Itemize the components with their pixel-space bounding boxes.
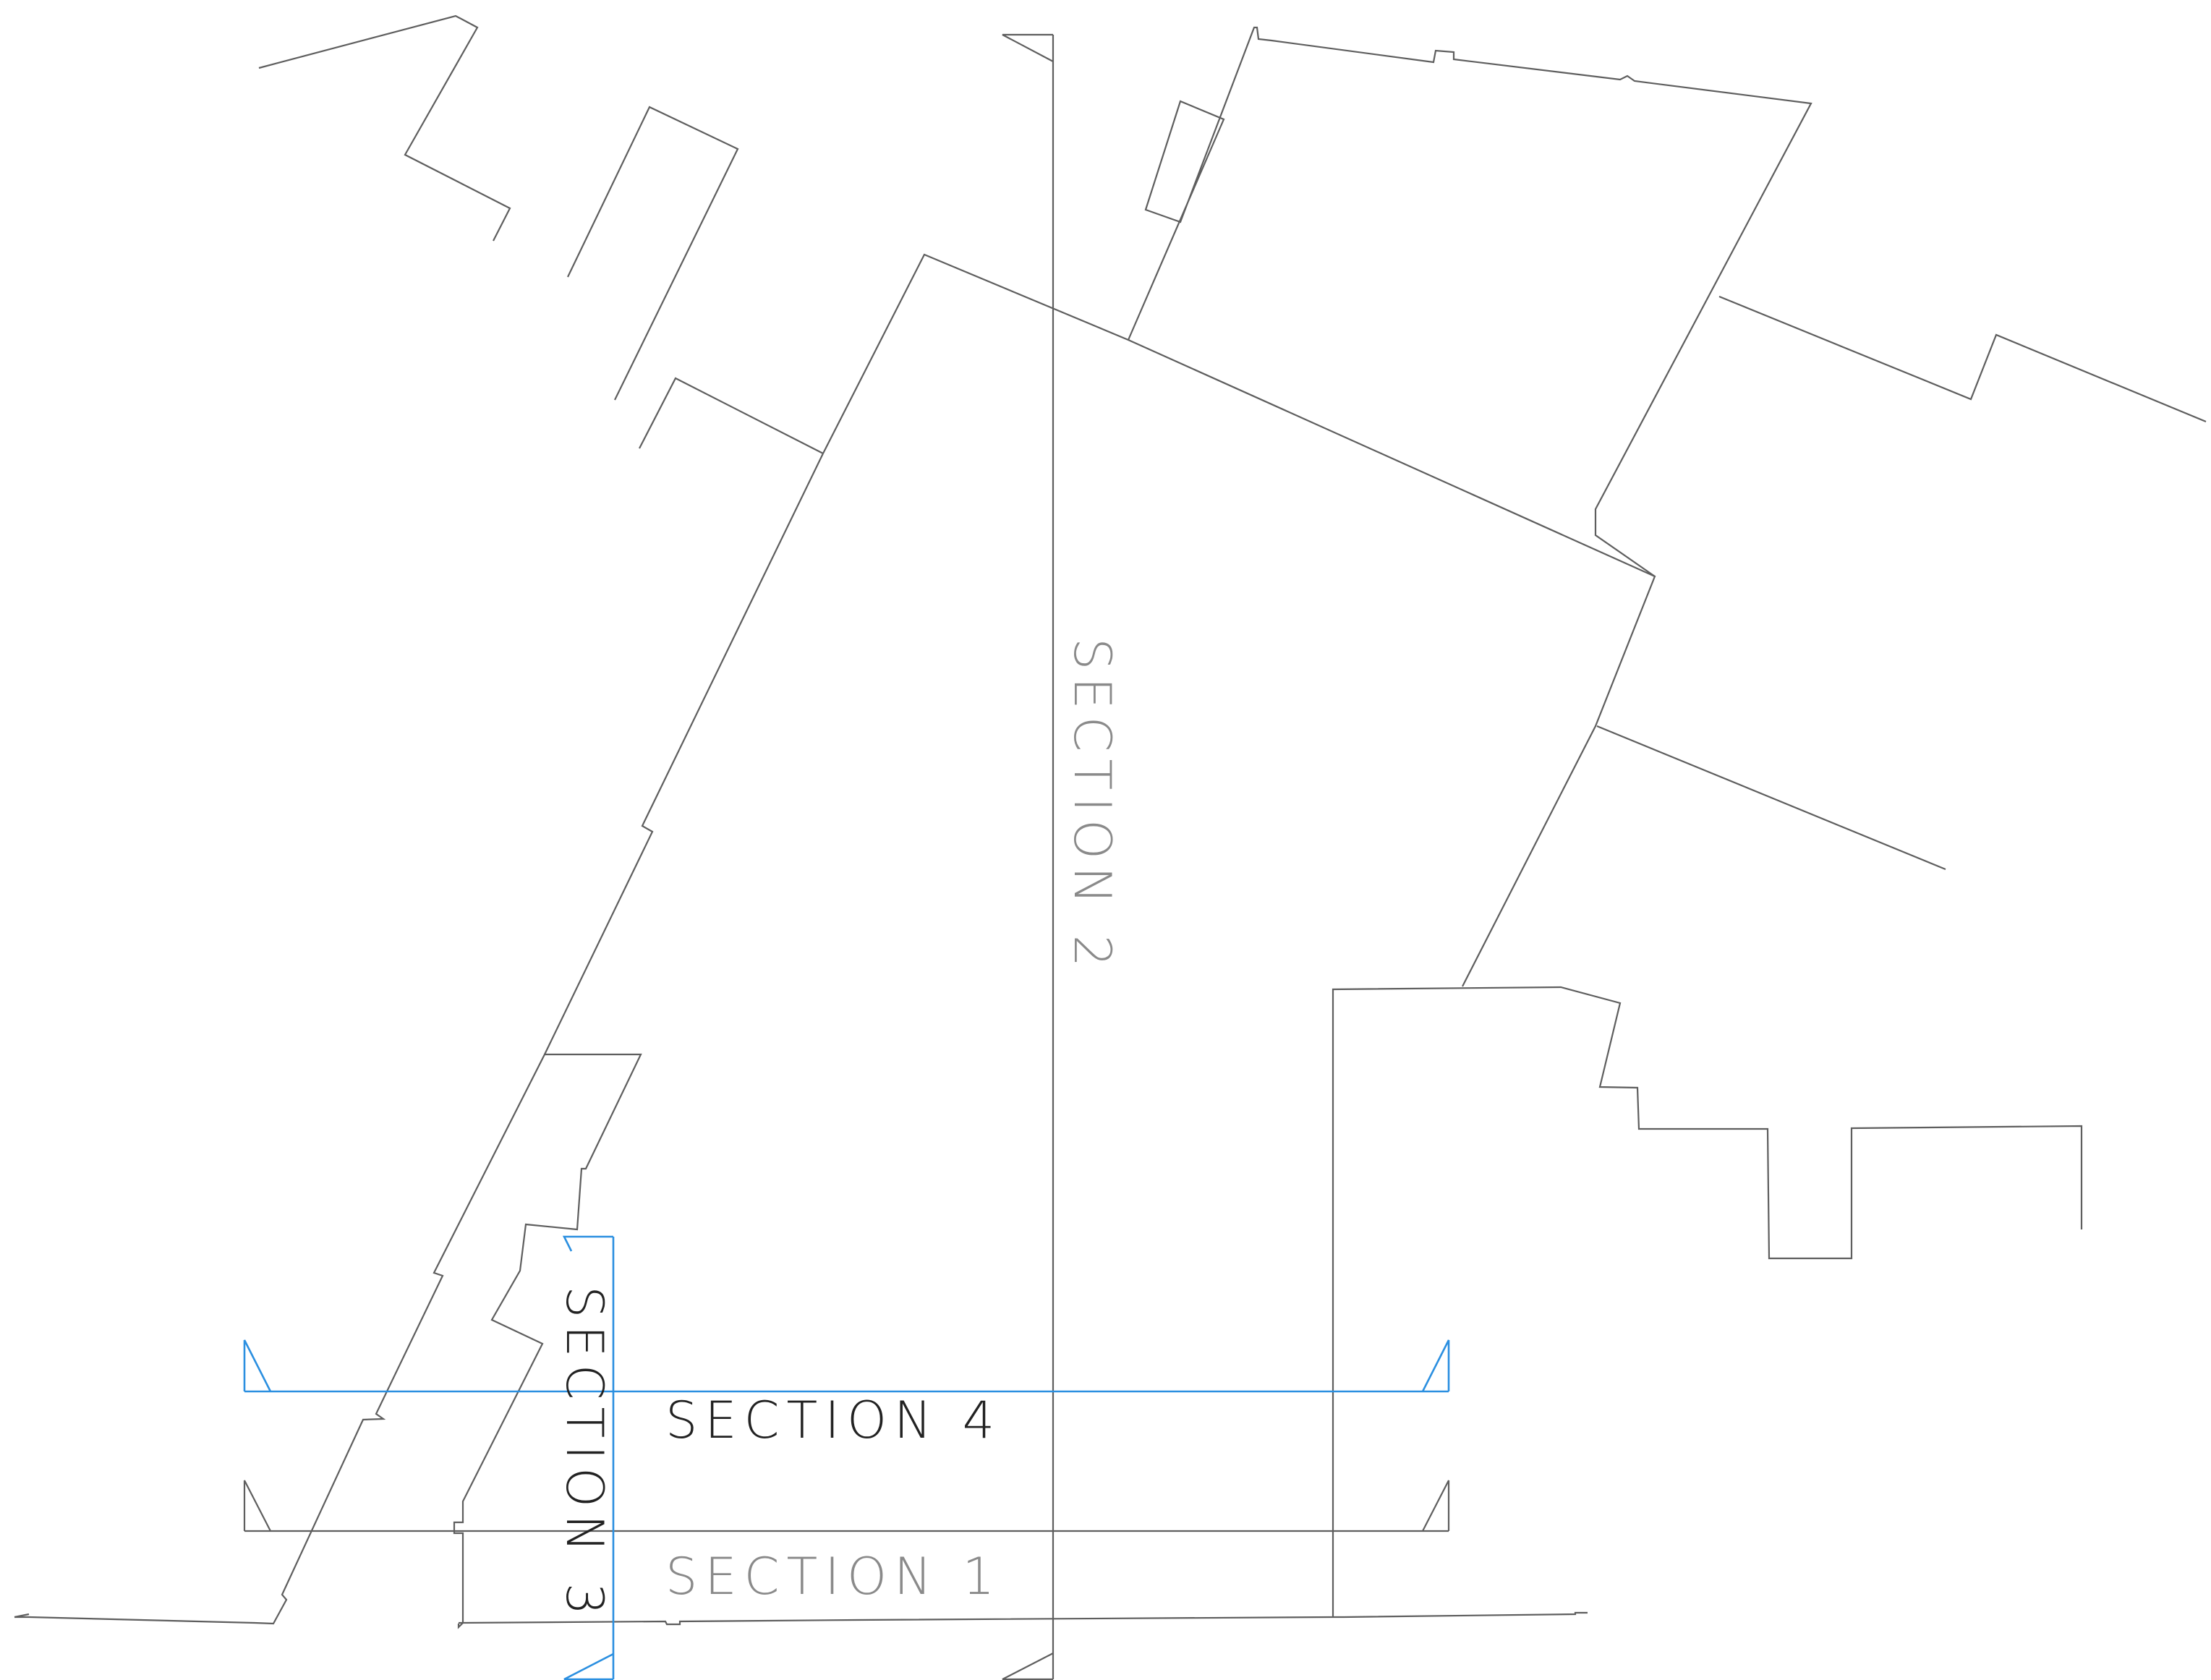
section-1-label: SECTION 1	[665, 1547, 1002, 1606]
parcel-outlines	[14, 14, 2207, 1629]
section-2-label: SECTION 2	[1062, 638, 1122, 974]
section-4-left-arrow	[243, 1339, 272, 1392]
section-1-left-arrow	[243, 1480, 271, 1532]
parcel-outline-top-left-2	[567, 106, 739, 401]
section-1-right-arrow	[1422, 1480, 1450, 1532]
section-4-right-arrow	[1421, 1339, 1450, 1392]
top-right-block	[1127, 26, 1812, 577]
section-4-cut	[243, 1339, 1450, 1393]
inner-notch-outline	[453, 1053, 642, 1629]
lower-right-block	[1332, 986, 2083, 1617]
top-right-extension	[1718, 295, 2207, 423]
section-1-cut	[243, 1480, 1450, 1532]
bottom-left-stub	[14, 1613, 30, 1619]
parcel-outline-top-left-3	[639, 377, 824, 454]
main-block-west-edge	[14, 453, 824, 1625]
section-4-label: SECTION 4	[665, 1391, 1002, 1450]
parcel-outline-top-left	[258, 14, 511, 242]
section-2-bottom-arrow	[1002, 1653, 1054, 1680]
section-2-top-arrow	[1002, 33, 1054, 62]
section-3-cut	[562, 1235, 615, 1680]
main-block-outline	[822, 253, 1656, 987]
section-3-label: SECTION 3	[555, 1286, 614, 1622]
section-3-bottom-arrow	[563, 1653, 614, 1680]
section-3-top-arrow	[562, 1235, 613, 1252]
mid-right-extension	[1596, 725, 1946, 871]
section-2-cut	[1002, 33, 1055, 1680]
bottom-street-line	[458, 1611, 1588, 1626]
